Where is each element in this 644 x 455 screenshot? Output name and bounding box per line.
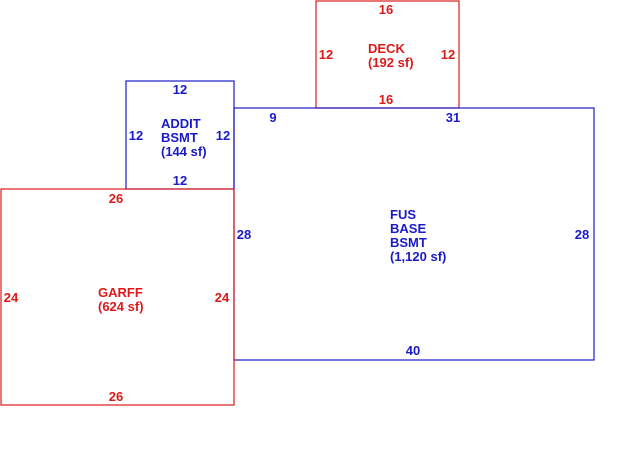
fus-base-bsmt-dim-right: 28: [575, 227, 589, 242]
addit-bsmt-name-2: BSMT: [161, 130, 198, 145]
fus-base-bsmt-dim-left: 28: [237, 227, 251, 242]
deck-dim-left: 12: [319, 47, 333, 62]
fus-base-bsmt-name-3: BSMT: [390, 235, 427, 250]
deck-name: DECK: [368, 41, 405, 56]
garff-dim-right: 24: [215, 290, 230, 305]
addit-bsmt-area: ADDIT BSMT (144 sf) 12 12 12 12: [125, 80, 235, 190]
fus-base-bsmt-dim-bottom: 40: [406, 343, 420, 358]
deck-dim-right: 12: [441, 47, 455, 62]
deck-area: DECK (192 sf) 16 16 12 12: [315, 0, 460, 109]
addit-bsmt-name-1: ADDIT: [161, 116, 201, 131]
fus-base-bsmt-dim-top-right: 31: [446, 110, 460, 125]
addit-bsmt-area-sf: (144 sf): [161, 144, 207, 159]
fus-base-bsmt-name-2: BASE: [390, 221, 426, 236]
fus-base-bsmt-name-1: FUS: [390, 207, 416, 222]
garff-name: GARFF: [98, 285, 143, 300]
deck-dim-bottom: 16: [379, 92, 393, 107]
addit-bsmt-dim-bottom: 12: [173, 173, 187, 188]
garff-area: GARFF (624 sf) 26 26 24 24: [0, 188, 235, 406]
addit-bsmt-dim-top: 12: [173, 82, 187, 97]
fus-base-bsmt-dim-top-left: 9: [269, 110, 276, 125]
garff-area-sf: (624 sf): [98, 299, 144, 314]
addit-bsmt-dim-right: 12: [216, 128, 230, 143]
fus-base-bsmt-area-sf: (1,120 sf): [390, 249, 446, 264]
garff-outline: [0, 188, 235, 406]
garff-dim-top: 26: [109, 191, 123, 206]
fus-base-bsmt-area: FUS BASE BSMT (1,120 sf) 9 31 40 28 28: [233, 107, 595, 361]
garff-dim-left: 24: [4, 290, 19, 305]
deck-area-sf: (192 sf): [368, 55, 414, 70]
garff-dim-bottom: 26: [109, 389, 123, 404]
addit-bsmt-dim-left: 12: [129, 128, 143, 143]
deck-dim-top: 16: [379, 2, 393, 17]
